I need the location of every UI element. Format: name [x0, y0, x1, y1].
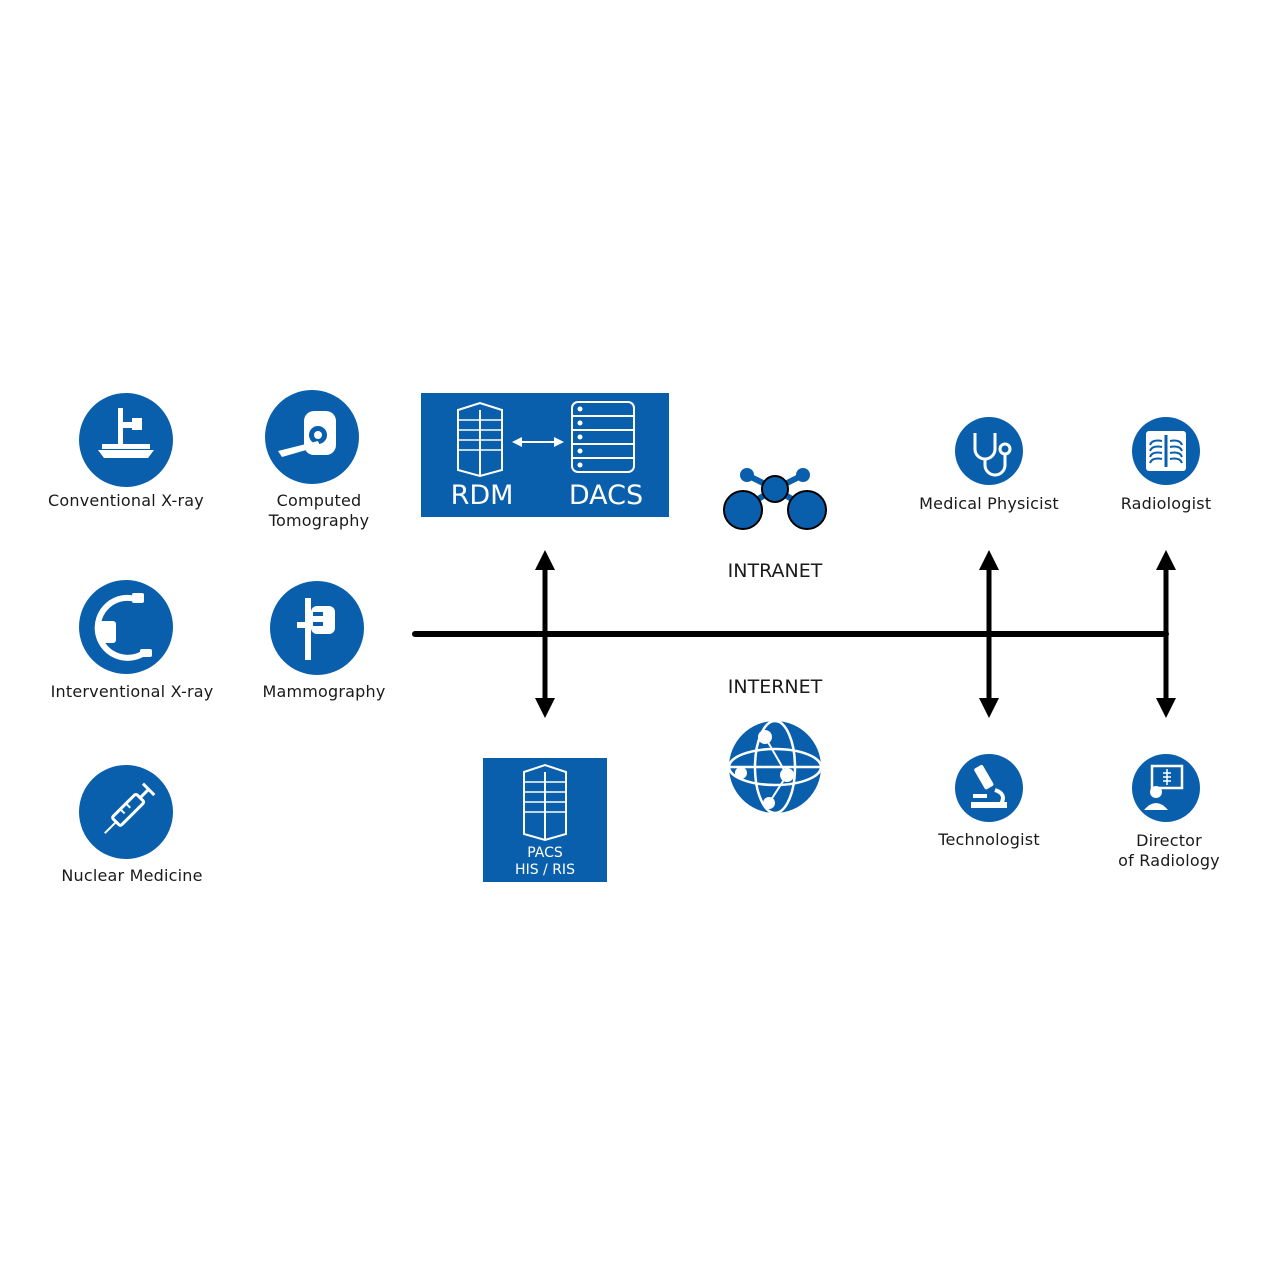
label-computed-tomography: Computed Tomography [239, 491, 399, 531]
stethoscope-icon [955, 417, 1023, 485]
database-icon [571, 401, 635, 473]
pacs-label: PACS [527, 845, 563, 861]
intranet-label: INTRANET [727, 560, 823, 582]
label-line: Medical Physicist [919, 494, 1059, 513]
label-line: of Radiology [1118, 851, 1220, 870]
syringe-icon [79, 765, 173, 859]
label-line: Tomography [268, 511, 370, 530]
label-medical-physicist: Medical Physicist [904, 494, 1074, 514]
label-conventional-xray: Conventional X-ray [46, 491, 206, 511]
doctor-monitor-icon [1132, 754, 1200, 822]
label-line: Computed [276, 491, 362, 510]
label-interventional-xray: Interventional X-ray [46, 682, 218, 702]
mammography-icon [270, 581, 364, 675]
rdm-label: RDM [451, 480, 514, 511]
physicist-link-arrow [979, 550, 999, 718]
double-arrow-icon [512, 437, 564, 447]
server-link-arrow [535, 550, 555, 718]
server-icon [457, 401, 503, 478]
label-line: Conventional X-ray [48, 491, 204, 510]
label-line: Mammography [262, 682, 386, 701]
label-line: Nuclear Medicine [61, 866, 203, 885]
c-arm-icon [79, 580, 173, 674]
server-icon [523, 763, 567, 842]
xray-table-icon [79, 393, 173, 487]
label-line: Interventional X-ray [50, 682, 214, 701]
label-line: Radiologist [1120, 494, 1212, 513]
label-director-of-radiology: Director of Radiology [1089, 831, 1249, 871]
globe-icon [727, 719, 823, 815]
label-nuclear-medicine: Nuclear Medicine [46, 866, 218, 886]
ct-scanner-icon [265, 390, 359, 484]
label-line: Director [1136, 831, 1202, 850]
label-line: Technologist [938, 830, 1040, 849]
label-technologist: Technologist [909, 830, 1069, 850]
rdm-dacs-box: RDM DACS [421, 393, 669, 517]
label-radiologist: Radiologist [1086, 494, 1246, 514]
microscope-icon [955, 754, 1023, 822]
network-nodes-icon [723, 468, 827, 530]
label-mammography: Mammography [244, 682, 404, 702]
chest-xray-icon [1132, 417, 1200, 485]
radiologist-link-arrow [1156, 550, 1176, 718]
internet-label: INTERNET [727, 676, 823, 698]
dacs-label: DACS [569, 480, 643, 511]
his-ris-label: HIS / RIS [515, 862, 575, 878]
pacs-box: PACS HIS / RIS [483, 758, 607, 882]
